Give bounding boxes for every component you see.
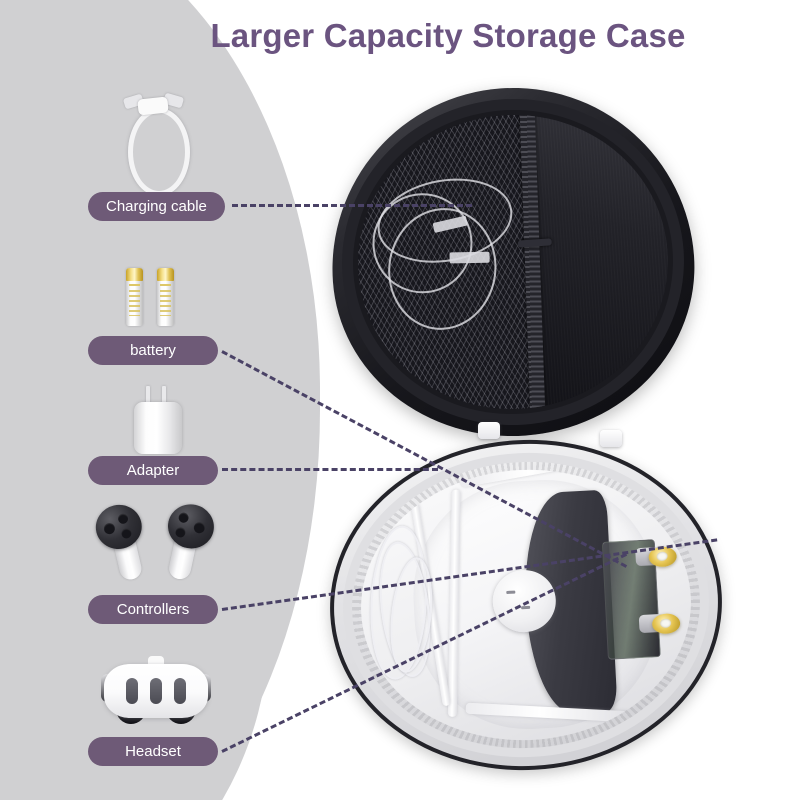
battery-labeling-1 <box>129 290 140 316</box>
lens-mark-upper <box>506 590 516 594</box>
vr-controllers-icon <box>91 499 222 590</box>
controller-thumbstick-left <box>102 521 117 536</box>
vr-controller-right <box>152 499 222 590</box>
controller-thumbstick-right <box>192 521 206 535</box>
adapter-prong-right <box>162 386 166 405</box>
label-adapter[interactable]: Adapter <box>88 456 218 485</box>
cable-loop-shape <box>128 108 190 196</box>
controller-button-a-right <box>177 511 190 524</box>
battery-labeling-2 <box>160 290 171 316</box>
aa-battery-1 <box>126 268 143 326</box>
controller-head-right <box>163 500 219 553</box>
aa-battery-2 <box>157 268 174 326</box>
charging-cable-icon <box>112 86 204 196</box>
battery-cap-2 <box>157 268 174 281</box>
label-battery[interactable]: battery <box>88 336 218 365</box>
controller-button-a-left <box>117 512 130 525</box>
label-headset[interactable]: Headset <box>88 737 218 766</box>
label-charging-cable[interactable]: Charging cable <box>88 192 225 221</box>
connector-adapter <box>222 468 438 471</box>
connector-charging-cable <box>232 204 472 207</box>
storage-case-base <box>321 429 731 781</box>
power-adapter-icon <box>128 384 190 458</box>
headset-camera-center <box>150 678 162 704</box>
case-hinge-right <box>600 430 622 447</box>
stored-battery-2 <box>652 613 682 635</box>
controller-head-left <box>91 500 147 554</box>
adapter-body <box>134 402 182 454</box>
vr-controller-left <box>89 499 160 591</box>
controller-button-b-right <box>174 526 187 539</box>
cable-tie-icon <box>137 96 169 116</box>
headset-camera-left <box>126 678 138 704</box>
battery-cap-1 <box>126 268 143 281</box>
adapter-prong-left <box>146 386 150 405</box>
headset-camera-right <box>174 678 186 704</box>
case-hinge-left <box>478 422 500 439</box>
storage-case-lid <box>320 75 706 449</box>
page-title: Larger Capacity Storage Case <box>210 17 686 54</box>
controller-button-b-left <box>120 527 133 540</box>
lid-interior <box>348 104 678 420</box>
battery-stripe-2 <box>160 284 171 286</box>
battery-stripe-1 <box>129 284 140 286</box>
aa-batteries-icon <box>122 264 192 330</box>
lid-fabric-panel <box>524 104 678 408</box>
label-controllers[interactable]: Controllers <box>88 595 218 624</box>
headset-body <box>104 664 208 718</box>
stored-cable-plug-b <box>449 251 490 264</box>
vr-headset-icon <box>100 650 212 734</box>
